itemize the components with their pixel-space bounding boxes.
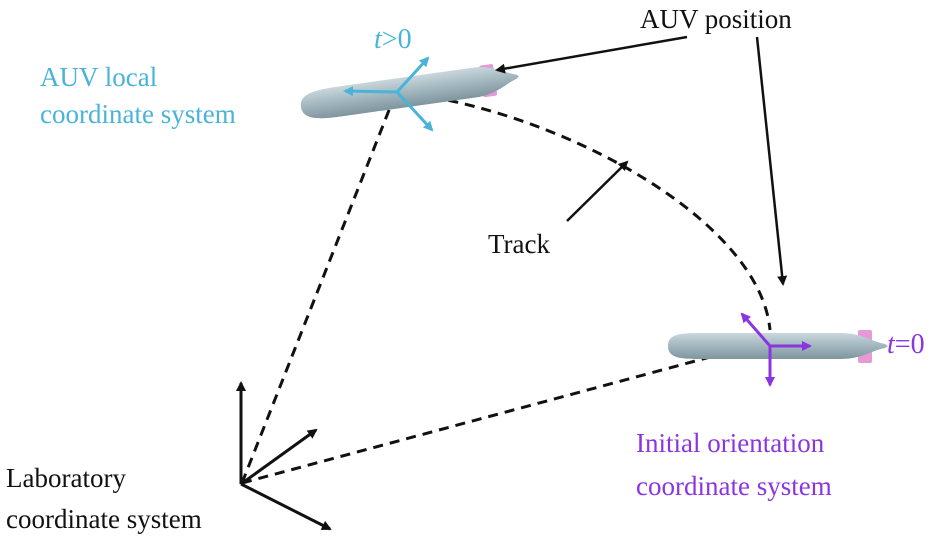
t-variable: t (374, 24, 382, 55)
track-path (397, 90, 772, 331)
auv-current (300, 64, 519, 119)
t-relation: =0 (894, 329, 925, 360)
lab-label-line2: coordinate system (6, 504, 202, 534)
t-positive-label: t>0 (374, 24, 412, 56)
auv-hull-icon (300, 67, 519, 119)
t-zero-label: t=0 (887, 329, 925, 361)
initial-label-line1: Initial orientation (636, 428, 825, 458)
position-vector-current (240, 94, 397, 484)
auv-position-label: AUV position (640, 4, 792, 34)
t-variable: t (887, 329, 895, 360)
lab-label-line1: Laboratory (6, 463, 126, 493)
track-label: Track (488, 229, 551, 259)
auv-position-arrow-2 (755, 36, 788, 286)
laboratory-frame-icon (236, 381, 332, 531)
t-relation: >0 (381, 24, 412, 55)
initial-label-line2: coordinate system (636, 471, 832, 501)
auv-position-arrow-1 (495, 35, 688, 74)
track-arrow (566, 160, 629, 222)
auv-local-label-line1: AUV local (40, 62, 158, 92)
position-vector-initial (241, 340, 767, 485)
auv-local-label-line2: coordinate system (40, 99, 236, 129)
auv-local-frame-icon (343, 56, 434, 132)
initial-frame-icon (740, 312, 812, 387)
